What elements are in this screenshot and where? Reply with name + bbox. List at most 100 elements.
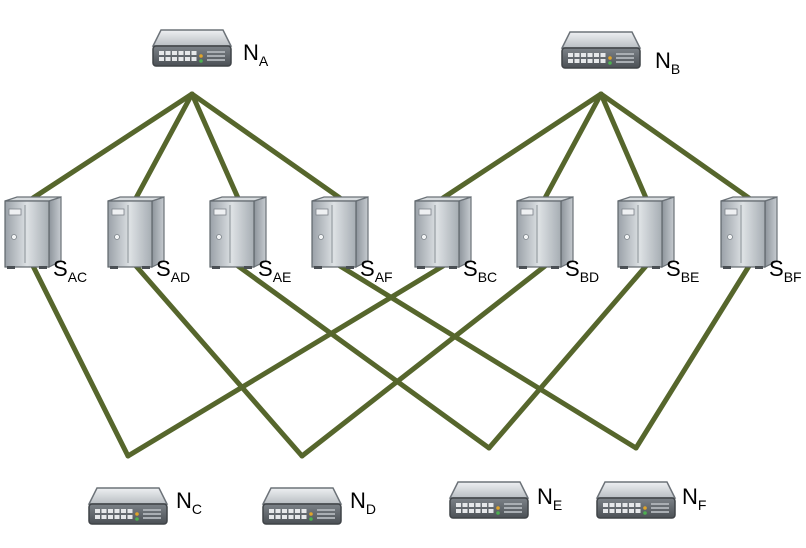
power-button-icon bbox=[727, 234, 733, 240]
port-icon bbox=[469, 503, 474, 507]
drive-bay-icon bbox=[8, 208, 22, 216]
server-tower-icon bbox=[209, 196, 267, 269]
link-na-sae bbox=[189, 91, 241, 201]
server-foot bbox=[755, 266, 763, 269]
led-icon bbox=[309, 512, 313, 516]
port-icon bbox=[594, 53, 599, 57]
port-icon bbox=[574, 59, 580, 63]
link-nb-sbd bbox=[542, 91, 604, 201]
port-icon bbox=[603, 503, 608, 507]
port-icon bbox=[114, 509, 120, 513]
port-icon bbox=[574, 53, 580, 57]
port-icon bbox=[288, 515, 294, 519]
node-label-nf-subscript: F bbox=[698, 497, 707, 513]
server-tower-icon bbox=[4, 196, 62, 269]
led-icon bbox=[643, 511, 647, 515]
link-nb-sbf bbox=[598, 91, 752, 201]
port-icon bbox=[456, 509, 461, 513]
power-button-icon bbox=[421, 234, 427, 240]
port-icon bbox=[488, 509, 494, 513]
led-icon bbox=[309, 517, 313, 521]
grille-icon bbox=[504, 511, 522, 513]
port-icon bbox=[185, 57, 190, 61]
port-icon bbox=[269, 515, 274, 519]
port-icon bbox=[114, 515, 120, 519]
port-icon bbox=[475, 509, 481, 513]
node-label-nc-subscript: C bbox=[192, 501, 202, 517]
port-icon bbox=[191, 57, 197, 61]
port-icon bbox=[482, 503, 487, 507]
server-foot bbox=[212, 266, 220, 269]
port-icon bbox=[568, 59, 573, 63]
port-icon bbox=[581, 53, 586, 57]
grille-icon bbox=[143, 513, 161, 515]
led-icon bbox=[608, 61, 612, 65]
port-icon bbox=[594, 59, 599, 63]
node-label-nd: ND bbox=[350, 488, 376, 517]
server-label-sbf: SBF bbox=[769, 256, 802, 285]
server-top bbox=[107, 196, 165, 202]
server-top bbox=[516, 196, 574, 202]
port-icon bbox=[185, 51, 190, 55]
port-icon bbox=[269, 509, 274, 513]
port-icon bbox=[127, 509, 133, 513]
server-foot bbox=[417, 266, 425, 269]
port-icon bbox=[159, 57, 164, 61]
port-icon bbox=[629, 509, 634, 513]
network-switch-icon bbox=[151, 29, 233, 67]
port-icon bbox=[101, 515, 107, 519]
port-icon bbox=[178, 57, 184, 61]
port-icon bbox=[475, 503, 481, 507]
node-label-nf: NF bbox=[682, 484, 706, 513]
power-button-icon bbox=[318, 234, 324, 240]
server-label-sbf-base: S bbox=[769, 256, 784, 281]
server-label-sbe: SBE bbox=[666, 256, 699, 285]
port-icon bbox=[616, 509, 621, 513]
power-button-icon bbox=[114, 234, 120, 240]
server-label-sbe-subscript: BE bbox=[681, 269, 700, 285]
link-na-saf bbox=[189, 91, 343, 201]
drive-bay-icon bbox=[418, 208, 432, 216]
server-foot bbox=[519, 266, 527, 269]
led-icon bbox=[135, 512, 139, 516]
server-top bbox=[311, 196, 369, 202]
node-label-na-base: N bbox=[243, 40, 259, 65]
led-icon bbox=[199, 59, 203, 63]
link-sac-nc bbox=[30, 263, 131, 459]
server-tower-icon bbox=[617, 196, 675, 269]
grille-icon bbox=[317, 517, 335, 519]
drive-bay-icon bbox=[315, 208, 329, 216]
server-top bbox=[617, 196, 675, 202]
link-sbc-nc bbox=[125, 263, 446, 459]
port-icon bbox=[295, 509, 300, 513]
port-icon bbox=[301, 509, 307, 513]
port-icon bbox=[482, 509, 487, 513]
server-label-saf-base: S bbox=[360, 256, 375, 281]
led-icon bbox=[135, 517, 139, 521]
server-label-sbc-subscript: BC bbox=[478, 269, 497, 285]
port-icon bbox=[603, 509, 608, 513]
server-foot bbox=[314, 266, 322, 269]
link-saf-nf bbox=[337, 263, 639, 451]
network-switch-icon bbox=[560, 31, 642, 69]
node-label-nb-subscript: B bbox=[671, 61, 680, 77]
link-sae-ne bbox=[235, 263, 492, 451]
port-icon bbox=[609, 503, 615, 507]
link-na-sad bbox=[133, 91, 195, 201]
drive-bay-icon bbox=[724, 208, 738, 216]
port-icon bbox=[165, 51, 171, 55]
port-icon bbox=[101, 509, 107, 513]
port-icon bbox=[488, 503, 494, 507]
grille-icon bbox=[504, 503, 522, 505]
node-label-nd-subscript: D bbox=[366, 501, 376, 517]
port-icon bbox=[622, 509, 628, 513]
drive-bay-icon bbox=[520, 208, 534, 216]
server-label-sbc: SBC bbox=[463, 256, 497, 285]
port-icon bbox=[191, 51, 197, 55]
power-button-icon bbox=[624, 234, 630, 240]
port-icon bbox=[165, 57, 171, 61]
switch-top-face bbox=[87, 487, 169, 505]
server-tower-icon bbox=[720, 196, 778, 269]
